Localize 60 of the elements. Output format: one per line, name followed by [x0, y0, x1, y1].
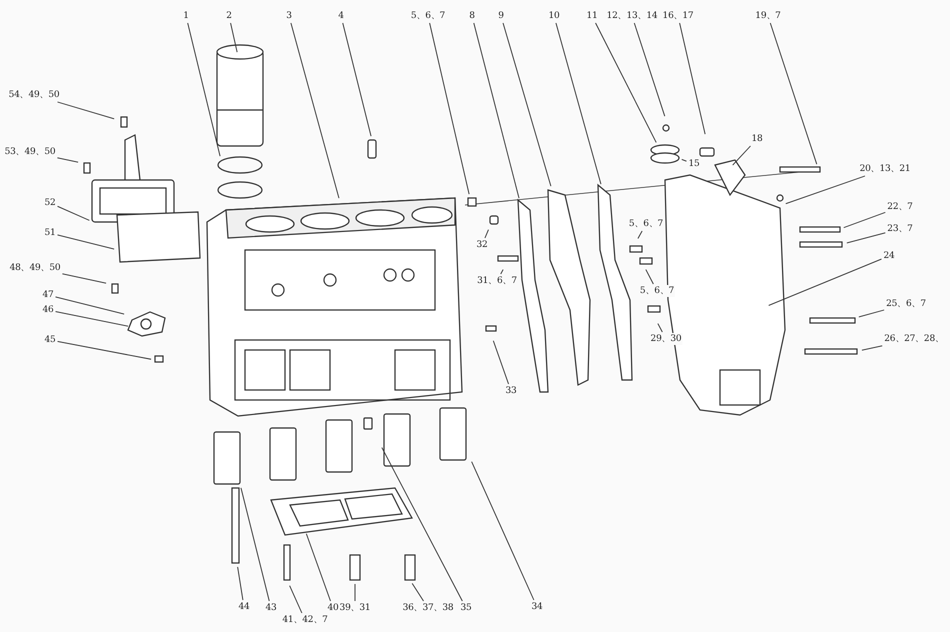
leader-line	[230, 22, 238, 53]
leader-line	[500, 269, 504, 274]
leader-line	[843, 212, 886, 228]
callout-number: 31、6、7	[476, 275, 518, 287]
leader-line	[595, 22, 657, 143]
callout-number: 36、37、38	[402, 602, 454, 614]
callout-number: 23、7	[886, 223, 914, 235]
leader-line	[556, 22, 602, 185]
leader-line	[240, 487, 270, 602]
leader-line	[502, 22, 552, 187]
callout-number: 20、13、21	[858, 163, 912, 175]
leader-line	[471, 461, 534, 600]
leader-line	[290, 22, 340, 199]
leader-line	[732, 146, 751, 166]
leader-line	[187, 22, 220, 157]
callout-number: 54、49、50	[8, 89, 60, 101]
leader-line	[679, 22, 706, 135]
callout-number: 39、31	[338, 602, 372, 614]
leader-line	[57, 234, 115, 250]
leader-line	[846, 232, 886, 244]
leader-line	[57, 102, 115, 120]
leader-line	[429, 22, 470, 195]
callout-number: 19、7	[754, 10, 782, 22]
callout-number: 5、6、7	[638, 285, 676, 297]
leader-line	[57, 206, 90, 221]
callout-number: 29、30	[650, 333, 682, 345]
leader-line	[354, 584, 356, 602]
leader-line	[62, 273, 107, 284]
leader-line	[55, 311, 129, 327]
callout-number: 5、6、7	[410, 10, 446, 22]
leader-line	[56, 157, 79, 163]
callout-number: 12、13、14	[606, 10, 658, 22]
leader-line	[492, 340, 509, 384]
leader-line	[237, 566, 244, 600]
leader-line	[657, 323, 663, 332]
leader-line	[381, 447, 463, 602]
leader-line	[306, 533, 331, 602]
callout-number: 48、49、50	[8, 262, 62, 274]
leader-line	[861, 345, 883, 351]
leader-line	[768, 258, 882, 306]
leader-line	[289, 585, 302, 614]
leader-line	[645, 269, 654, 284]
leader-line	[638, 230, 643, 239]
callout-number: 22、7	[886, 201, 914, 213]
leader-line	[785, 176, 866, 204]
leader-line	[55, 296, 125, 314]
leader-line	[342, 22, 372, 137]
leader-line	[484, 229, 489, 238]
callout-number: 41、42、7	[281, 614, 329, 626]
callout-number: 25、6、7	[885, 298, 927, 310]
leader-line	[858, 310, 885, 318]
leader-line	[412, 582, 424, 602]
callout-number: 16、17	[662, 10, 694, 22]
leader-line	[57, 340, 152, 360]
leader-line	[473, 22, 520, 199]
callout-number: 5、6、7	[628, 218, 664, 230]
leader-line	[681, 158, 687, 162]
callout-number: 53、49、50	[4, 146, 56, 158]
leader-line	[770, 22, 818, 165]
leader-line	[634, 22, 666, 117]
